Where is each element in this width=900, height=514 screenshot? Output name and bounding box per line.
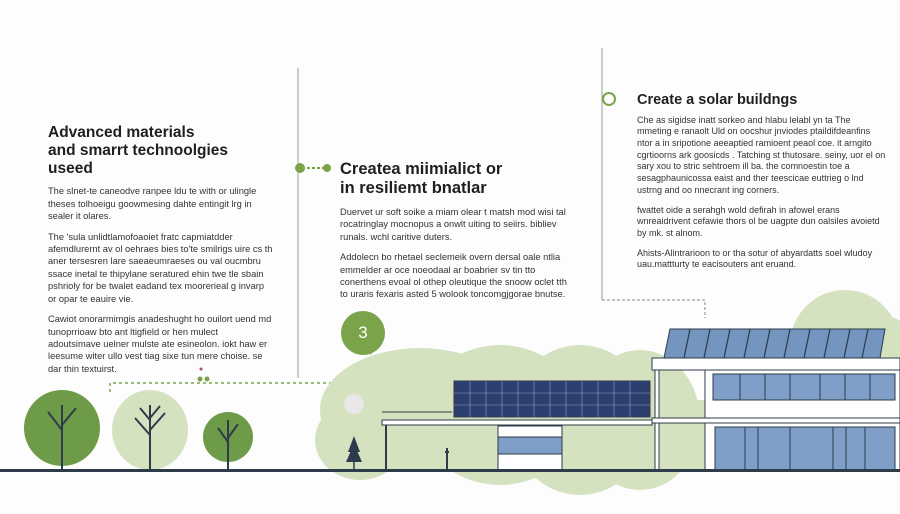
title-line: and smarrt technoolgies useed xyxy=(48,141,229,177)
title-line: in resiliemt bnatlar xyxy=(340,178,487,197)
section-paragraph: Ahists-Alintrarioon to or tha sotur of a… xyxy=(637,247,873,270)
tree-icon xyxy=(134,405,166,470)
step-badge: 3 xyxy=(358,323,368,342)
section-title: Create a solar buildngs xyxy=(637,92,887,109)
title-line: Create a solar buildngs xyxy=(637,92,798,108)
pine-tree-icon xyxy=(346,436,362,470)
section-paragraph: The 'sula unlidtlamofoaoiet fratc capmia… xyxy=(48,231,273,304)
section-solar-buildings: Create a solar buildngs Che as sigidse i… xyxy=(637,92,887,279)
low-building xyxy=(381,380,653,471)
title-line: Advanced materials xyxy=(48,124,195,141)
section-paragraph: Duervet ur soft soike a miam olear t mat… xyxy=(340,206,566,242)
node-dot xyxy=(199,367,203,371)
section-paragraph: The slnet-te caneodve ranpee ldu te with… xyxy=(48,186,257,222)
ground-line xyxy=(0,469,900,472)
dashed-connector-right xyxy=(602,299,706,318)
node-circle xyxy=(344,394,364,414)
section-paragraph: fwattet oide a serahgh wold defirah in a… xyxy=(637,204,880,238)
section-title: Createa miimialict or in resiliemt bnatl… xyxy=(340,160,570,198)
node-ring xyxy=(602,92,616,106)
section-paragraph: Addolecn bo rhetael seclemeik overn ders… xyxy=(340,252,567,300)
section-advanced-materials: Advanced materials and smarrt technoolgi… xyxy=(48,124,273,383)
tree-icon xyxy=(24,390,100,470)
section-minimalist-design: Createa miimialict or in resiliemt bnatl… xyxy=(340,160,570,309)
section-title: Advanced materials and smarrt technoolgi… xyxy=(48,124,273,177)
title-line: Createa miimialict or xyxy=(340,160,503,178)
node-dot xyxy=(323,164,331,172)
step-badge-circle xyxy=(341,311,385,355)
tree-icon xyxy=(203,412,253,470)
node-dot xyxy=(295,163,305,173)
node-dot xyxy=(197,376,203,382)
node-dot xyxy=(204,376,210,382)
section-paragraph: Cawiot onorarmimgis anadeshught ho ouilo… xyxy=(48,314,272,374)
dashed-connector-bottom xyxy=(109,382,350,392)
section-paragraph: Che as sigidse inatt sorkeo and hlabu le… xyxy=(637,114,886,195)
tall-building xyxy=(651,328,900,471)
